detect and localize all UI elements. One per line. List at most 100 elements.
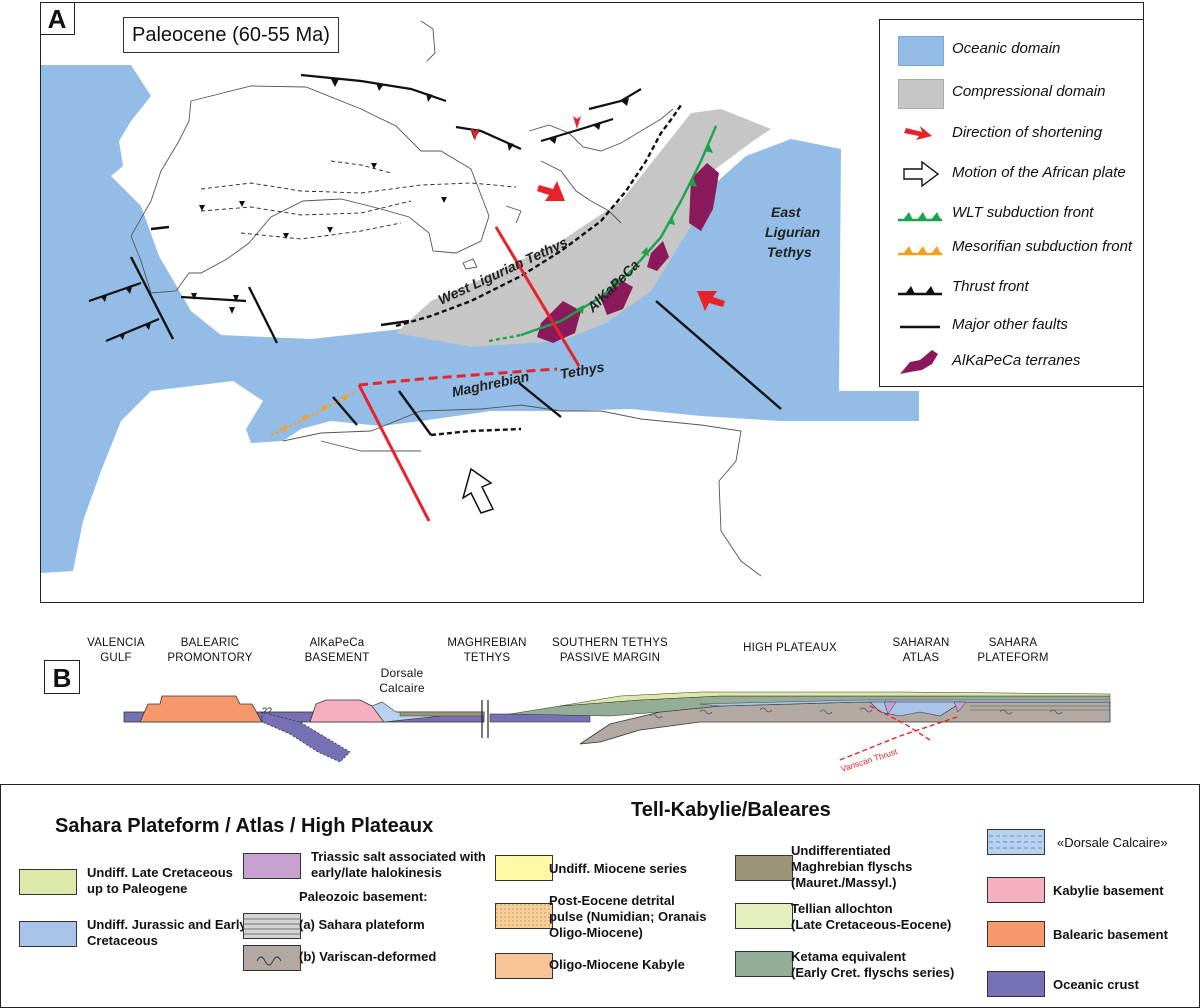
legend-item-kabylie: Kabylie basement <box>1053 883 1164 898</box>
variscan-squiggles <box>649 707 1063 719</box>
header-balearic-promontory: BALEARIC PROMONTORY <box>155 636 265 666</box>
header-line: AlKaPeCa <box>309 637 365 649</box>
swatch-sahara-plateform <box>243 913 301 939</box>
legend-label: Direction of shortening <box>952 124 1103 141</box>
dashed-thrust-south <box>430 427 522 437</box>
kabylie-basement-block <box>309 699 385 723</box>
cross-section-lines <box>357 226 581 522</box>
header-line: Calcaire <box>379 681 425 695</box>
legend-item-oceanic-crust: Oceanic crust <box>1053 977 1139 992</box>
legend-label: WLT subduction front <box>952 204 1094 221</box>
red-arrow-icon <box>904 126 932 140</box>
header-line: TETHYS <box>463 652 511 664</box>
header-line: GULF <box>100 652 132 664</box>
swatch-ketama <box>735 951 793 977</box>
legend-text: Tellian allochton <box>791 901 893 916</box>
legend-text: Cretaceous <box>87 933 158 948</box>
unknown-marker: ?? <box>262 706 272 716</box>
legend-row-oceanic: Oceanic domain <box>880 34 1143 66</box>
legend-label: Compressional domain <box>952 83 1106 100</box>
legend-item-paleozoic: Paleozoic basement: <box>299 889 428 904</box>
header-line: PLATEFORM <box>977 652 1049 664</box>
hollow-arrow-icon <box>903 160 940 188</box>
legend-item-miocene: Undiff. Miocene series <box>549 861 687 876</box>
wlt-teeth <box>576 144 713 314</box>
late-cretaceous-layer <box>559 691 1111 707</box>
header-line: PROMONTORY <box>167 652 253 664</box>
legend-text: (Late Cretaceous-Eocene) <box>791 917 952 932</box>
east-ligurian-label-2: Ligurian <box>765 224 820 240</box>
compressional-swatch <box>898 79 944 109</box>
header-line: ATLAS <box>902 652 940 664</box>
major-faults <box>129 225 782 436</box>
variscan-thrust-label: Variscan Thrust <box>840 746 900 774</box>
swatch-kabylie <box>987 877 1045 903</box>
east-ligurian-label-3: Tethys <box>767 244 812 260</box>
cross-section-dashed <box>358 367 558 387</box>
swatch-variscan <box>243 945 301 971</box>
header-line: BASEMENT <box>304 652 370 664</box>
african-plate-arrow <box>461 467 495 514</box>
paleogeographic-map: West Ligurian Tethys AlKaPeCa Maghrebian… <box>41 20 919 577</box>
jurassic-layer <box>699 699 1111 707</box>
legend-text: Undiff. Jurassic and Early <box>87 917 247 932</box>
legend-text: Triassic salt associated with <box>311 849 486 864</box>
header-saharan-atlas: SAHARAN ATLAS <box>876 636 966 666</box>
legend-row-wlt: WLT subduction front <box>880 198 1143 228</box>
sahara-stripes <box>970 705 1110 711</box>
header-line: BALEARIC <box>180 637 240 649</box>
legend-text: Oligo-Miocene) <box>549 925 643 940</box>
swatch-balearic <box>987 921 1045 947</box>
legend-text: (Mauret./Massyl.) <box>791 875 897 890</box>
legend-text: Post-Eocene detrital <box>549 893 675 908</box>
legend-text: Ketama equivalent <box>791 949 906 964</box>
east-ligurian-label-1: East <box>771 204 802 220</box>
legend-label: Motion of the African plate <box>952 164 1126 181</box>
iberian-thrusts <box>200 160 517 240</box>
oceanic-crust-layer <box>123 711 485 723</box>
black-teeth-line-icon <box>898 286 942 296</box>
legend-label: Oceanic domain <box>952 40 1061 57</box>
header-high-plateaux: HIGH PLATEAUX <box>730 641 850 656</box>
swatch-late-cretaceous <box>19 869 77 895</box>
coastlines <box>130 20 762 577</box>
legend-label: Major other faults <box>952 316 1068 333</box>
legend-text: (Early Cret. flyschs series) <box>791 965 955 980</box>
swatch-maghrebian-flyschs <box>735 855 793 881</box>
header-dorsale-calcaire: Dorsale Calcaire <box>362 666 442 696</box>
legend-text: early/late halokinesis <box>311 865 442 880</box>
legend-item-balearic: Balearic basement <box>1053 927 1168 942</box>
legend-row-compressional: Compressional domain <box>880 77 1143 109</box>
swatch-oligo-miocene <box>495 953 553 979</box>
header-line: SOUTHERN TETHYS <box>552 637 668 649</box>
legend-row-mesorifian: Mesorifian subduction front <box>880 232 1143 262</box>
header-line: PASSIVE MARGIN <box>559 652 661 664</box>
cross-section: ?? Variscan Thrust <box>123 691 1111 774</box>
variscan-thrust-line <box>839 705 961 761</box>
black-line-icon <box>900 325 940 329</box>
swatch-post-eocene <box>495 903 553 929</box>
panel-b-legend: Sahara Plateform / Atlas / High Plateaux… <box>0 784 1200 1008</box>
header-line: MAGHREBIAN <box>447 637 527 649</box>
heading-sahara: Sahara Plateform / Atlas / High Plateaux <box>55 815 434 837</box>
header-alkapeca-basement: AlKaPeCa BASEMENT <box>292 636 382 666</box>
header-valencia-gulf: VALENCIA GULF <box>72 636 160 666</box>
mesorifian-teeth <box>281 394 347 432</box>
triassic-salt <box>883 701 967 715</box>
legend-item-sahara-plateform: (a) Sahara plateform <box>299 917 425 932</box>
legend-row-african-plate: Motion of the African plate <box>880 158 1143 188</box>
orange-teeth-line-icon <box>898 246 942 256</box>
legend-item-ketama: Ketama equivalent(Early Cret. flyschs se… <box>791 949 954 981</box>
legend-label: Thrust front <box>952 278 1029 295</box>
heading-tell-kabylie: Tell-Kabylie/Baleares <box>631 799 831 821</box>
swatch-tellian <box>735 903 793 929</box>
legend-text: Undiff. Late Cretaceous <box>87 865 233 880</box>
legend-row-terranes: AlKaPeCa terranes <box>880 346 1143 376</box>
legend-text: Maghrebian flyschs <box>791 859 913 874</box>
green-teeth-line-icon <box>898 212 942 222</box>
legend-text: up to Paleogene <box>87 881 188 896</box>
compressional-domain <box>396 109 771 347</box>
